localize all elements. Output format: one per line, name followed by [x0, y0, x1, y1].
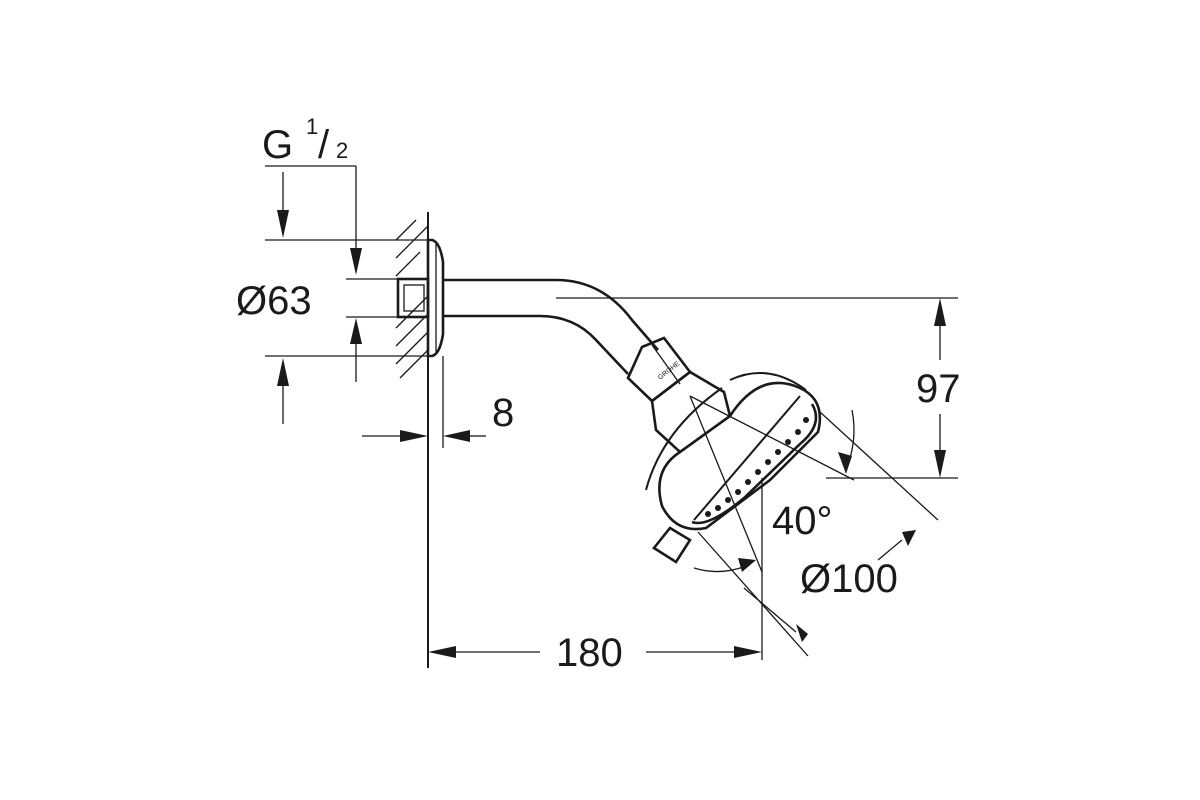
wall-offset-label: 8 — [492, 391, 514, 435]
dimension-projection: 180 — [428, 631, 762, 675]
thread-label: G — [262, 123, 293, 167]
spray-nozzles — [705, 417, 809, 517]
dimension-flange-diameter: Ø63 — [236, 172, 428, 424]
flange-diameter-label: Ø63 — [236, 279, 312, 323]
projection-label: 180 — [556, 631, 623, 675]
thread-numerator: 1 — [306, 114, 318, 139]
brand-logo: GROHE — [657, 360, 682, 382]
shower-arm-assembly: GROHE — [396, 238, 732, 454]
dimension-wall-offset: 8 — [362, 356, 514, 448]
shower-head — [645, 371, 822, 564]
spray-lever — [652, 526, 692, 564]
wall-hatching — [395, 219, 429, 379]
thread-denominator: 2 — [336, 138, 348, 163]
shower-arm — [443, 278, 659, 351]
drop-height-label: 97 — [916, 367, 961, 411]
dimension-thread-g-half: G 1 / 2 — [262, 114, 362, 382]
flange — [426, 238, 445, 358]
head-diameter-label: Ø100 — [800, 557, 898, 601]
spray-face — [691, 403, 818, 525]
ball-joint — [650, 370, 732, 454]
spray-angle-label: 40° — [772, 499, 833, 543]
dimension-head-diameter: Ø100 — [697, 411, 939, 657]
dimension-spray-angle: 40° — [689, 395, 855, 660]
swivel-nut — [626, 336, 692, 403]
thread-slash: / — [318, 123, 330, 167]
